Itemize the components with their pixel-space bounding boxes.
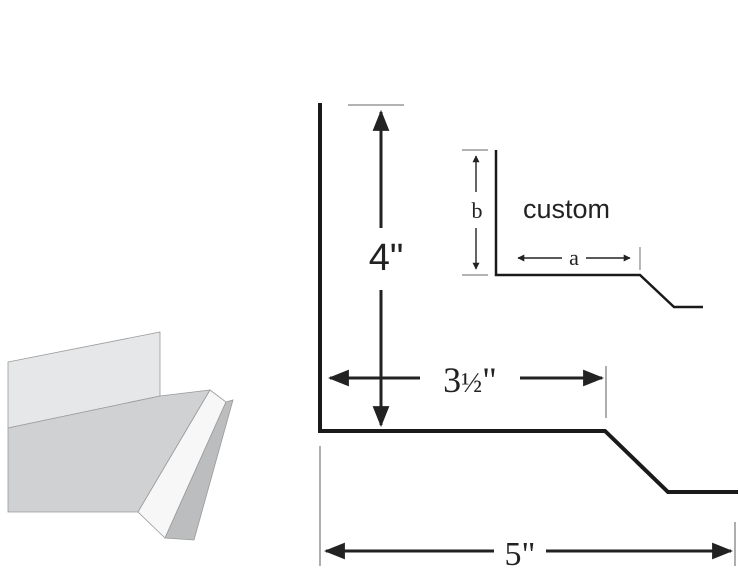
custom-inset: custom b a (462, 149, 703, 309)
height-label: 4" (369, 237, 404, 279)
flashing-drip-edge (164, 399, 234, 541)
flashing-3d-illustration (7, 331, 234, 541)
height-dimension: 4" (348, 104, 404, 428)
width-dimension: 5" (319, 446, 736, 573)
flange-dimension: 3½" (327, 360, 607, 418)
inset-dim-b-label: b (472, 198, 483, 223)
main-profile-line (318, 103, 738, 494)
main-profile (318, 103, 738, 494)
width-label: 5" (505, 536, 536, 573)
flange-label: 3½" (443, 360, 497, 400)
inset-title: custom (523, 194, 610, 224)
inset-dim-a-label: a (569, 245, 579, 270)
inset-profile-line (494, 150, 703, 309)
